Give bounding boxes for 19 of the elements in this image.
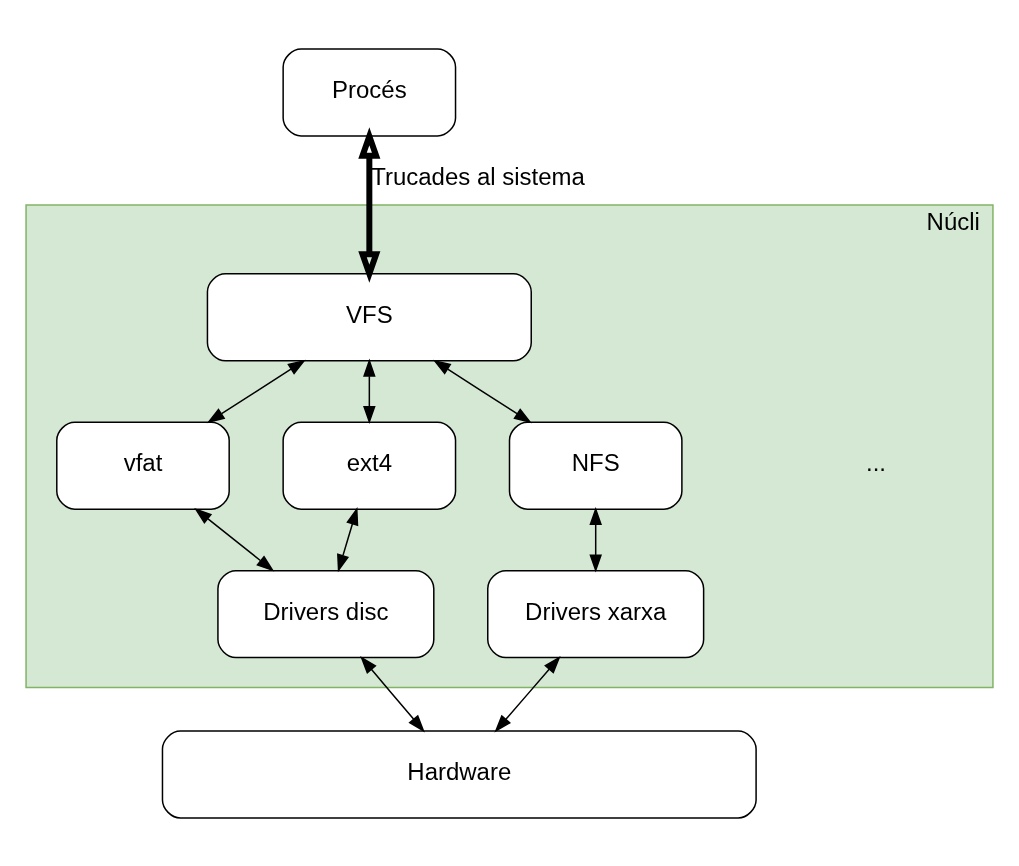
arrow — [358, 126, 381, 283]
arrow — [337, 506, 359, 572]
arrow — [194, 507, 275, 572]
node-box: Hardware — [161, 729, 757, 819]
node-box: Drivers xarxa — [487, 569, 705, 658]
arrow — [360, 655, 425, 732]
arrow — [589, 506, 602, 572]
node-box: NFS — [508, 421, 683, 510]
arrow — [363, 358, 376, 424]
node-box: Drivers disc — [217, 569, 435, 658]
arrow — [494, 655, 561, 732]
node-box: ext4 — [282, 421, 457, 510]
edge-label: Trucades al sistema — [371, 162, 585, 190]
label: ... — [866, 448, 887, 476]
arrow — [206, 359, 306, 423]
node-box: VFS — [206, 272, 532, 362]
node-box: vfat — [56, 421, 230, 510]
arrow — [432, 359, 532, 423]
node-box: Procés — [282, 47, 457, 137]
